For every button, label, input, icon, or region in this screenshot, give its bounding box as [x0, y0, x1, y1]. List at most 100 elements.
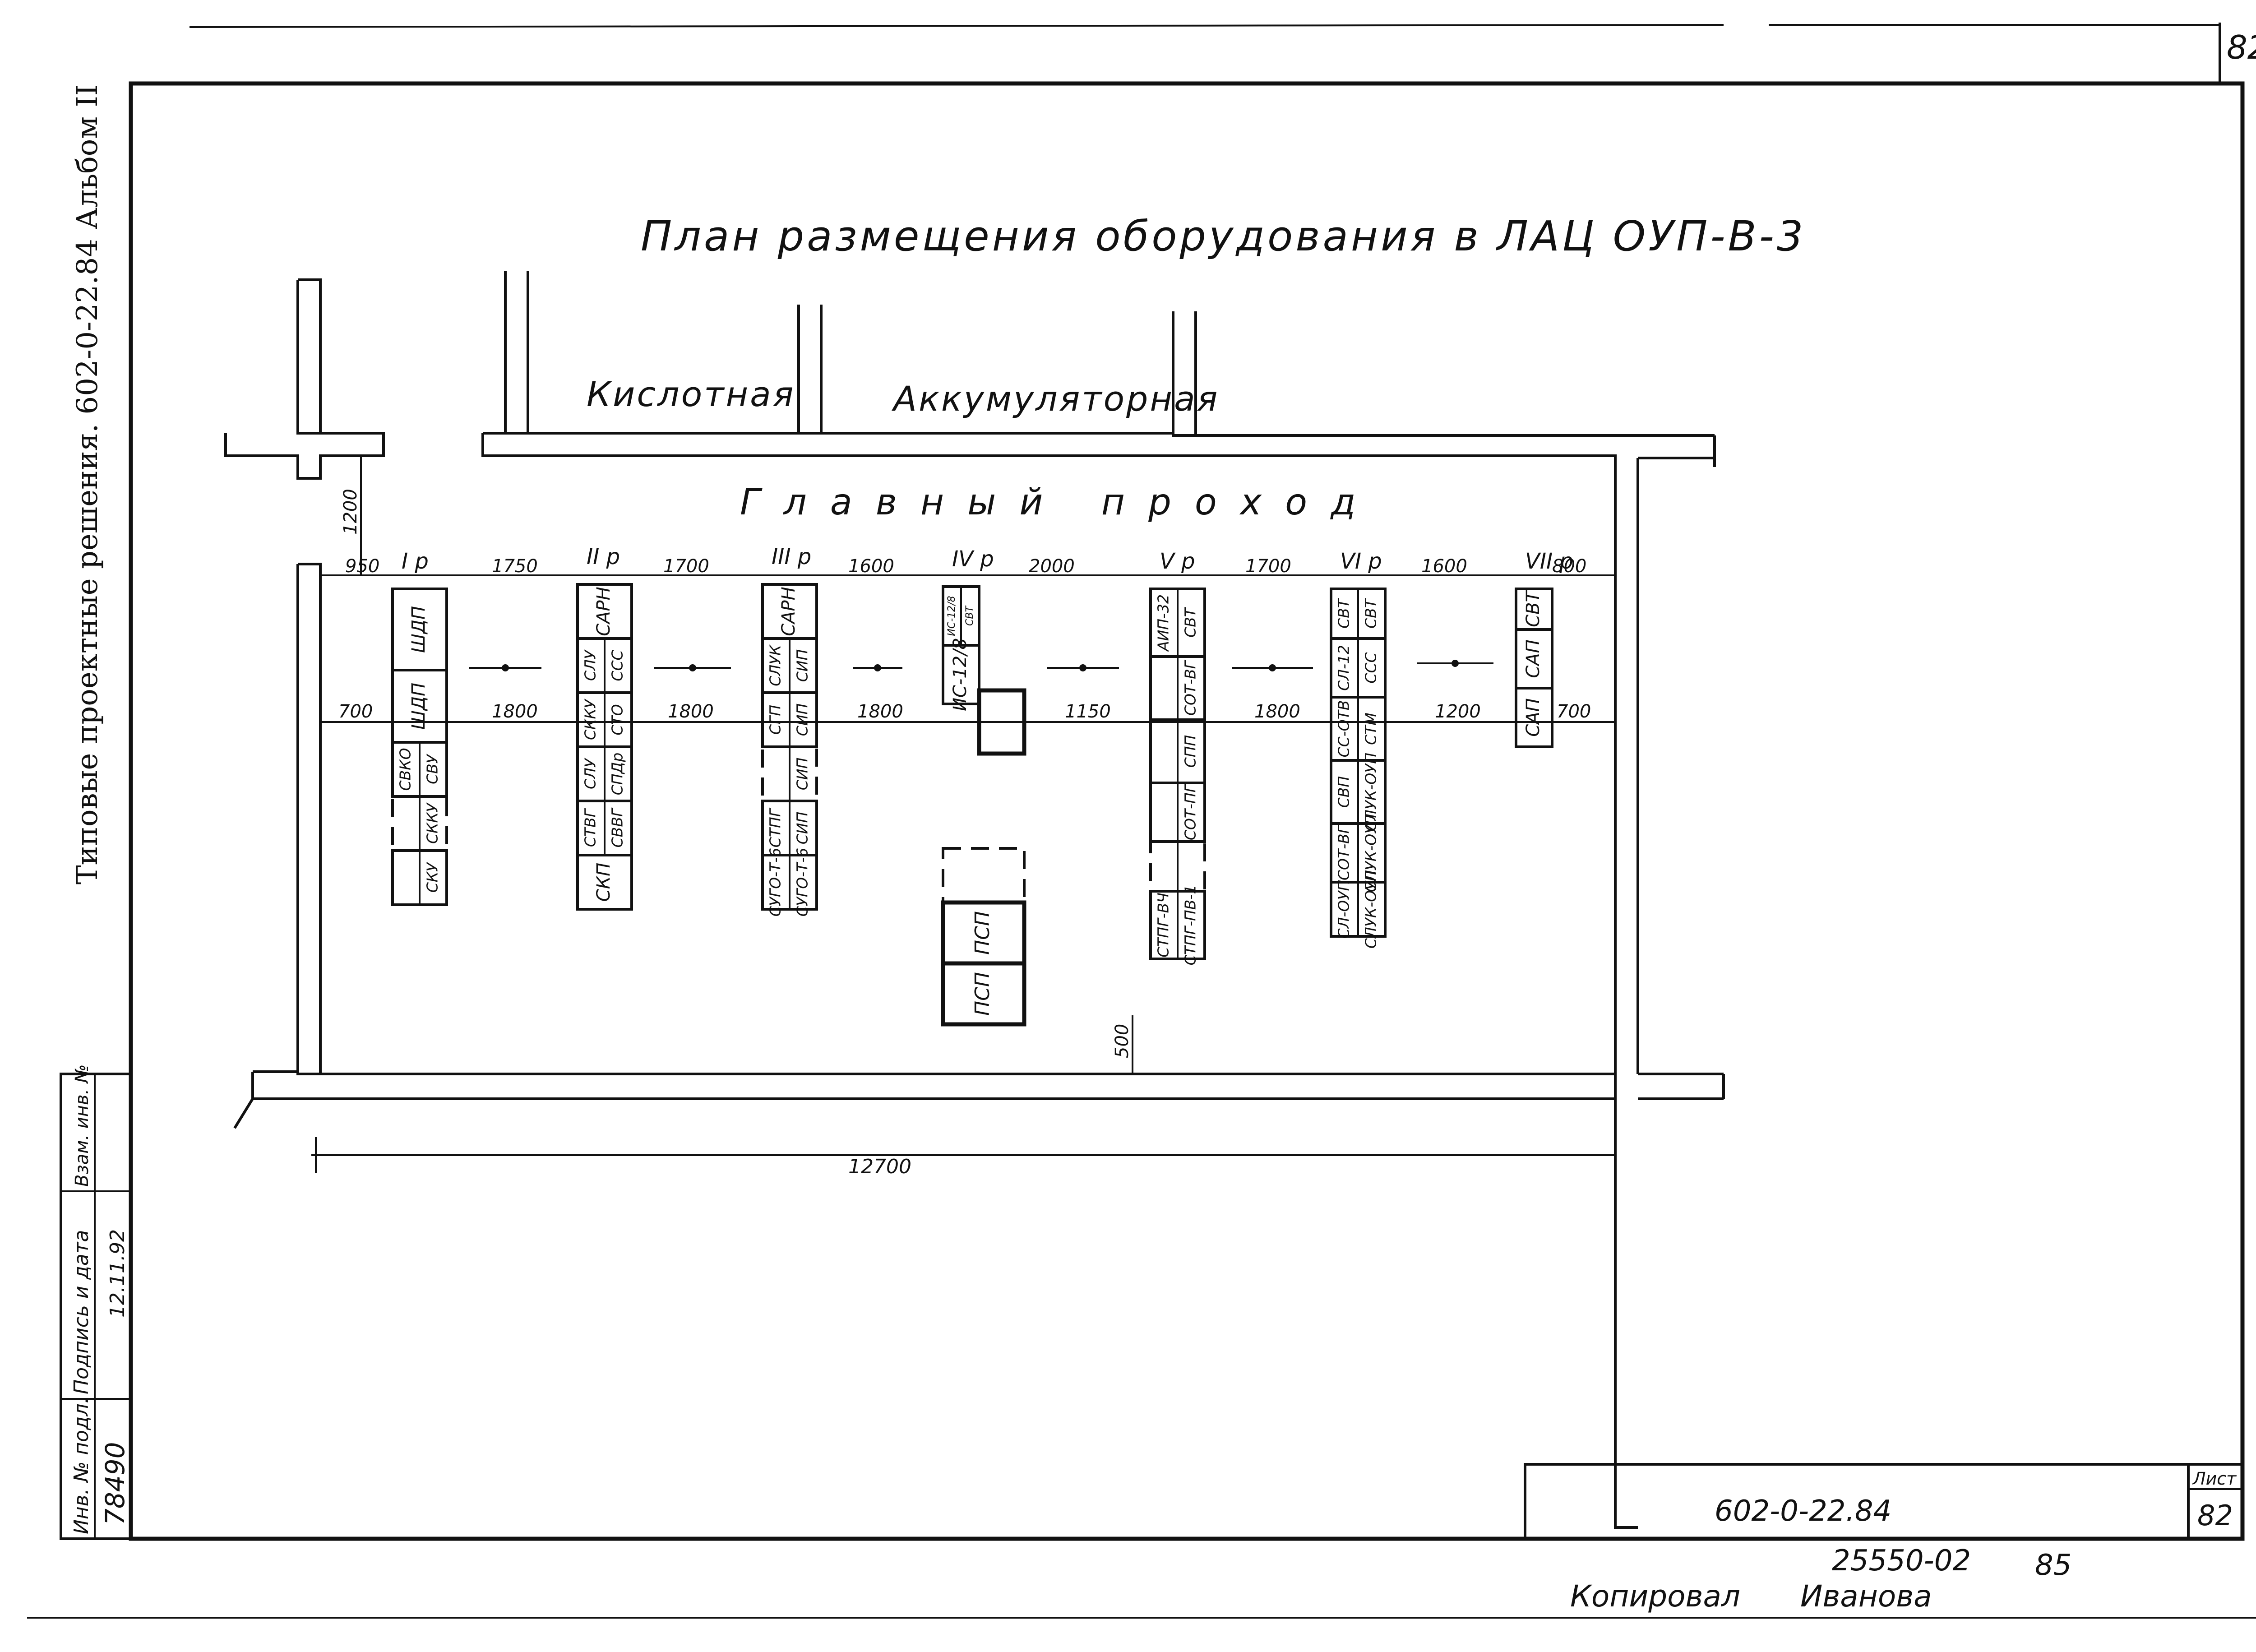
rack-cell-label: САП [1523, 698, 1544, 736]
rack-cell-label: СВТ [1362, 597, 1380, 629]
rack-cell-label: ИС-12/8 [950, 638, 971, 711]
rack-cell-label: СТВГ [582, 808, 599, 847]
rack-cell-label: СВТ [964, 605, 975, 625]
rack-cell-label: СВКО [397, 748, 414, 791]
rack-cell [941, 961, 1026, 1027]
svg-text:1800: 1800 [492, 701, 538, 722]
title-block [1524, 1463, 2242, 1539]
top-dimension-labels: 950 1750 1700 1600 2000 1700 1600 800 [345, 556, 1586, 577]
svg-text:700: 700 [338, 701, 373, 722]
rack-cell-label: ШДП [408, 606, 429, 653]
rack-row-1: I р ШДП ШДП СВКО СВУ СККУ СКУ [391, 549, 448, 906]
rack-cell-label: ИС-12/8 [946, 596, 957, 636]
rack-cell-label: САП [1523, 639, 1544, 678]
equipment-racks: I р ШДП ШДП СВКО СВУ СККУ СКУ II р САРН СЛУ ССС СКК… [391, 544, 1573, 1027]
rack-label: II р [587, 544, 620, 569]
rack-cell-label: СВУ [424, 754, 441, 784]
rack-cell-label: АИП-32 [1155, 594, 1172, 652]
svg-text:1700: 1700 [1245, 556, 1291, 577]
rack-cell-label: ШДП [408, 683, 429, 730]
svg-text:1600: 1600 [848, 556, 894, 577]
svg-text:800: 800 [1552, 556, 1586, 577]
rack-cell-label: СЛУ [582, 649, 599, 681]
rack-cell-label: СОТ-ВГ [1182, 659, 1199, 716]
vertical-dimension-top: 1200 [340, 489, 361, 535]
rack-cell-label: СГП [767, 705, 784, 735]
svg-text:1150: 1150 [1065, 701, 1111, 722]
rack-cell-label: СТО [609, 704, 626, 735]
rack-cell [1515, 687, 1553, 748]
rack-side-box [977, 688, 1026, 756]
rack-cell-label: СИП [794, 703, 811, 736]
svg-text:1800: 1800 [1254, 701, 1300, 722]
rack-cell-label: СПДр [609, 753, 626, 796]
room-label-battery: Аккумуляторная [891, 379, 1219, 419]
rack-cell [1149, 840, 1206, 893]
order-number: 25550-02 [1832, 1544, 1971, 1578]
rack-cell-label: СТПГ-ВЧ [1155, 893, 1172, 958]
corner-mark: 82 [2227, 28, 2256, 66]
rack-label: VI р [1340, 549, 1382, 574]
rack-cell-label: СУГО-Т-6 [794, 848, 811, 916]
side-caption: Типовые проектные решения. 602-0-22.84 А… [71, 84, 104, 884]
mid-dimension-labels: 700 1800 1800 1800 1150 1800 1200 700 [338, 701, 1591, 722]
rack-label: IV р [952, 546, 994, 572]
sign-label: Подпись и дата [70, 1230, 93, 1394]
rack-cell-label: ССС [1362, 652, 1380, 683]
rack-cell-label: СВВГ [609, 807, 626, 847]
rack-cell-label: СКП [593, 863, 614, 902]
svg-text:950: 950 [345, 556, 379, 577]
rack-cell-label: САРН [778, 587, 799, 636]
rack-cell-label: СЛУК-ОУП [1362, 814, 1380, 892]
rack-cell [576, 854, 633, 911]
rack-cell-label: СИП [794, 649, 811, 682]
svg-text:1750: 1750 [492, 556, 538, 577]
svg-text:1800: 1800 [668, 701, 714, 722]
inv-label: Инв. № подл. [70, 1397, 93, 1534]
rack-cell-label: СС-ОТВ [1335, 700, 1353, 758]
rack-label: V р [1160, 549, 1195, 574]
rack-cell-label: СУГО-Т-6 [767, 848, 784, 916]
sheet-frame [27, 23, 2256, 1619]
copied-by-label: Копировал [1570, 1579, 1740, 1614]
rack-cell-label: СЛ-12 [1335, 645, 1353, 691]
rack-cell [942, 644, 980, 705]
vzam-label: Взам. инв. № [72, 1064, 92, 1187]
rack-label: I р [402, 549, 429, 574]
rack-cell-label: СОТ-ВГ [1335, 824, 1353, 880]
doc-code: 602-0-22.84 [1715, 1495, 1891, 1528]
rack-cell-label: СПП [1182, 735, 1199, 768]
dimension-lines [311, 456, 1616, 1173]
sheet-number: 82 [2197, 1499, 2233, 1532]
rack-cell-label: СТПГ [767, 807, 784, 847]
rack-cell-label: СВП [1335, 776, 1353, 808]
copier-name: Иванова [1800, 1579, 1932, 1614]
rack-cell-label: СТПГ-ПВ-1 [1182, 885, 1199, 966]
passage-label: Главный проход [740, 481, 1379, 523]
rack-cell-label: СЛУК [767, 644, 784, 686]
svg-text:1800: 1800 [857, 701, 903, 722]
rack-cell-label: СОТ-ПГ [1182, 783, 1199, 840]
rack-cell-label: СККУ [424, 802, 441, 844]
rack-cell-label: ПСП [971, 911, 994, 955]
rack-cell-label: СТМ [1362, 713, 1380, 745]
rack-cell-label: СККУ [582, 699, 599, 740]
svg-text:1700: 1700 [663, 556, 709, 577]
sign-date: 12.11.92 [106, 1229, 129, 1318]
rack-cell-label: ПСП [971, 972, 994, 1016]
building-walls [224, 271, 1725, 1529]
rack-cell-label: САРН [593, 587, 614, 636]
svg-text:1600: 1600 [1421, 556, 1467, 577]
vertical-dimension-bottom: 500 [1112, 1024, 1133, 1058]
rack-label: VII р [1525, 549, 1573, 574]
rack-cell-label: СИП [794, 758, 811, 791]
rack-cell-label: СКУ [424, 862, 441, 893]
rack-label: III р [772, 544, 811, 569]
